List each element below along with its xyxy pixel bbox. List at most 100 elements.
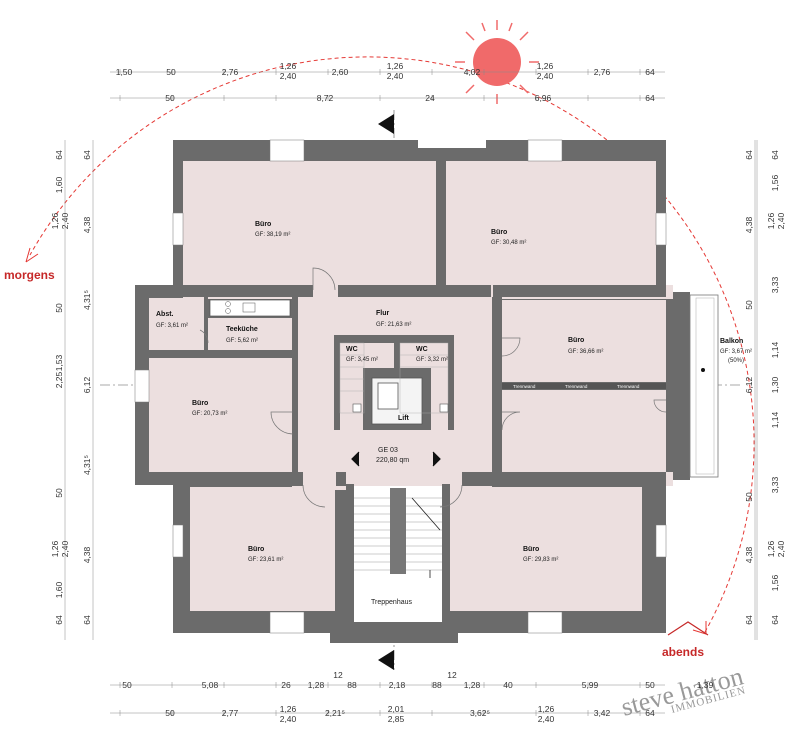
kitchen-counter — [209, 299, 291, 317]
dimension-label: 2,40 — [60, 212, 70, 229]
company-logo: steve hatton IMMOBILIEN — [618, 621, 747, 722]
section-marker-top — [378, 114, 394, 134]
dimension-label: 12 — [333, 670, 343, 680]
room-area: GF: 5,62 m² — [226, 338, 258, 344]
dimension-label: 3,62⁵ — [470, 708, 490, 718]
room-name: Lift — [398, 415, 410, 422]
room-name: WC — [416, 346, 428, 353]
dimension-label: 2,76 — [594, 67, 611, 77]
dimension-label: 64 — [82, 150, 92, 160]
morning-label: morgens — [4, 268, 55, 282]
dimension-label: 1,50 — [116, 67, 133, 77]
stove-icon — [225, 301, 231, 307]
evening-label: abends — [662, 645, 704, 659]
dimension-label: 3,42 — [594, 708, 611, 718]
partition-label-1: Trennwand — [513, 384, 536, 389]
room-name: Büro — [255, 221, 271, 228]
room-area: GF: 23,61 m² — [248, 557, 283, 563]
room-name: Abst. — [156, 311, 174, 318]
dimension-label: 4,38 — [82, 546, 92, 563]
dimension-label: 6,96 — [535, 93, 552, 103]
dimension-label: 1,60 — [54, 581, 64, 598]
dimension-label: 88 — [432, 680, 442, 690]
dimension-label: 2,25 — [54, 371, 64, 388]
dimension-label: 1,28 — [308, 680, 325, 690]
arrow-icon-evening — [692, 621, 707, 635]
room-name: Teeküche — [226, 326, 258, 333]
room-name: Balkon — [720, 338, 743, 345]
dimension-label: 6,12 — [82, 376, 92, 393]
dimension-label: 2,40 — [537, 71, 554, 81]
windows — [134, 139, 667, 634]
dimension-label: 64 — [54, 615, 64, 625]
dimension-label: 2,77 — [222, 708, 239, 718]
dimension-label: 1,30 — [770, 376, 780, 393]
dimension-label: 64 — [744, 150, 754, 160]
entry-arrow-icon — [432, 451, 441, 467]
dimension-label: 1,14 — [770, 341, 780, 358]
dimension-label: 2,40 — [280, 71, 297, 81]
dimension-label: 88 — [347, 680, 357, 690]
dimension-label: 64 — [770, 615, 780, 625]
room-area: GF: 21,63 m² — [376, 322, 411, 328]
room-note: (50%) — [728, 358, 744, 364]
dimension-label: 3,33 — [770, 476, 780, 493]
dimension-label: 64 — [645, 708, 655, 718]
room-area: GF: 3,32 m² — [416, 357, 448, 363]
dimension-label: 50 — [645, 680, 655, 690]
room-area: GF: 30,48 m² — [491, 240, 526, 246]
room-name: WC — [346, 346, 358, 353]
dimension-label: 1,56 — [770, 574, 780, 591]
dimension-label: 6,12 — [744, 376, 754, 393]
dimension-label: 2,60 — [332, 67, 349, 77]
dimension-label: 1,28 — [464, 680, 481, 690]
dimension-label: 4,38 — [744, 216, 754, 233]
dimension-label: 1,26 — [766, 540, 776, 557]
dimension-label: 50 — [122, 680, 132, 690]
dimension-label: 2,40 — [387, 71, 404, 81]
stair-arrow-icon — [411, 497, 441, 578]
dimension-label: 50 — [54, 303, 64, 313]
dimension-label: 1,26 — [50, 212, 60, 229]
dimension-label: 5,08 — [202, 680, 219, 690]
stove-icon — [225, 308, 231, 314]
dimension-label: 4,31⁵ — [82, 455, 92, 475]
room-name: Büro — [568, 337, 584, 344]
dimension-label: 2,40 — [776, 540, 786, 557]
entry-arrow-icon — [351, 451, 360, 467]
room-name: Büro — [523, 546, 539, 553]
dimension-label: 4,31⁵ — [82, 290, 92, 310]
room-area: GF: 20,73 m² — [192, 411, 227, 417]
dimension-label: 2,85 — [388, 714, 405, 724]
arrow-icon-morning — [25, 247, 39, 263]
dimension-label: 1,53 — [54, 354, 64, 371]
balcony-inner — [695, 297, 715, 475]
dimension-label: 1,26 — [280, 704, 297, 714]
dimension-label: 2,40 — [776, 212, 786, 229]
dimension-label: 2,01 — [388, 704, 405, 714]
dimension-label: 2,76 — [222, 67, 239, 77]
lift-box — [377, 382, 399, 410]
dimension-label: 64 — [82, 615, 92, 625]
dimension-label: 1,39 — [697, 680, 714, 690]
dimension-label: 50 — [744, 492, 754, 502]
dimension-label: 50 — [165, 708, 175, 718]
sun-icon — [455, 20, 539, 104]
dimension-label: 4,38 — [744, 546, 754, 563]
dimension-label: 50 — [165, 93, 175, 103]
dimension-label: 1,26 — [537, 61, 554, 71]
dimension-label: 64 — [744, 615, 754, 625]
dimension-label: 50 — [744, 300, 754, 310]
dimension-label: 64 — [770, 150, 780, 160]
room-name: Büro — [248, 546, 264, 553]
dimension-label: 2,40 — [280, 714, 297, 724]
dimension-label: 8,72 — [317, 93, 334, 103]
section-marker-bottom — [378, 650, 394, 670]
dimension-label: 50 — [54, 488, 64, 498]
dimension-label: 64 — [645, 93, 655, 103]
dimension-label: 2,40 — [60, 540, 70, 557]
dimension-label: 64 — [54, 150, 64, 160]
dimension-label: 1,14 — [770, 411, 780, 428]
dimension-label: 1,26 — [280, 61, 297, 71]
